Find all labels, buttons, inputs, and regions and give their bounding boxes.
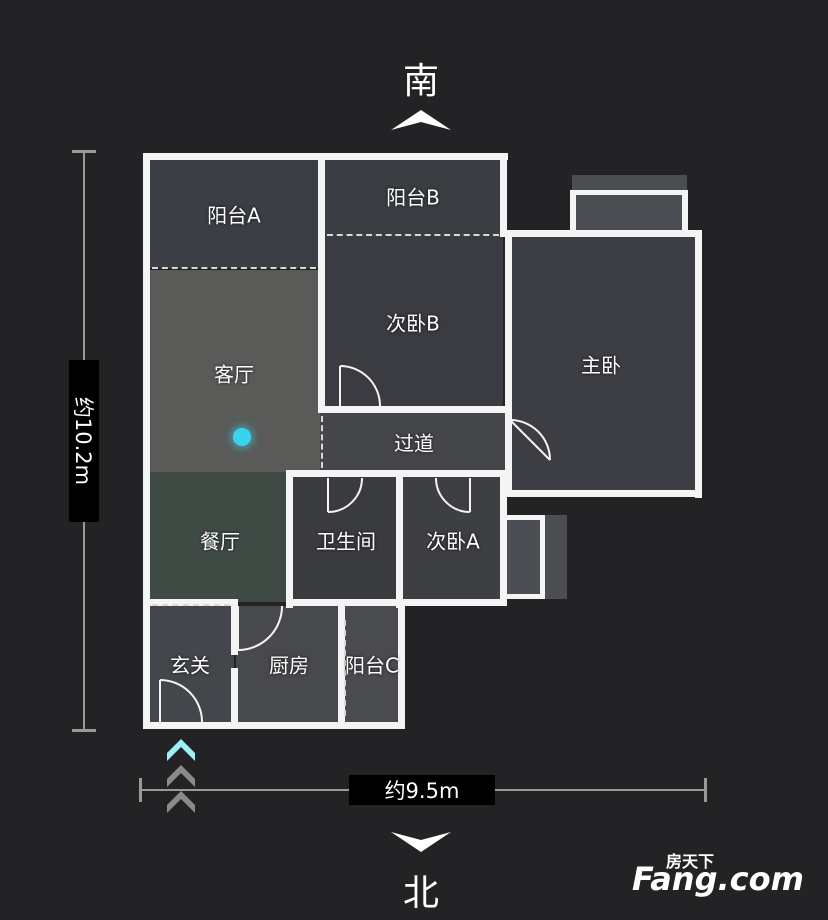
wall-balcony-c-right: [398, 606, 405, 726]
watermark-cn: 房天下: [666, 852, 715, 871]
height-dimension-cap-top: [72, 150, 96, 153]
wall-kitchen-right: [338, 606, 345, 726]
dash-balcony-b: [327, 234, 499, 236]
wall-bedroom-a-bottom: [286, 599, 507, 606]
master-bedroom-area: [512, 235, 698, 490]
wall-bedroom-b-bottom: [318, 406, 508, 413]
door-bathroom: [327, 477, 363, 513]
door-master: [509, 419, 551, 461]
label-balcony-c: 阳台C: [345, 653, 399, 678]
bedroom-b-area: [325, 235, 503, 410]
label-living-room: 客厅: [214, 362, 254, 387]
bathroom-area: [292, 476, 400, 600]
door-bedroom-b: [339, 365, 381, 407]
balcony-a-area: [150, 160, 320, 268]
wall-master-bottom: [505, 490, 702, 497]
wall-master-left: [505, 230, 512, 492]
label-entrance: 玄关: [170, 653, 210, 678]
bedroom-a-area: [402, 476, 504, 600]
wall-bathroom-right: [396, 470, 403, 608]
label-bedroom-a: 次卧A: [426, 529, 480, 554]
wall-entrance-top: [143, 599, 238, 606]
label-corridor: 过道: [394, 431, 434, 456]
kitchen-area: [236, 606, 342, 724]
wall-master-right: [695, 230, 702, 498]
label-dining-room: 餐厅: [200, 529, 240, 554]
current-position-marker[interactable]: [233, 428, 251, 446]
corridor-area: [320, 410, 505, 472]
wall-top: [143, 153, 508, 160]
height-dimension-cap-bottom: [72, 729, 96, 732]
height-dimension-label: 约10.2m: [69, 360, 99, 522]
wall-bathroom-left: [286, 470, 293, 608]
wall-bedroom-b-left: [318, 153, 325, 413]
wall-master-balcony-left: [570, 190, 576, 234]
wall-kitchen-left-upper: [231, 599, 238, 655]
south-label: 南: [402, 61, 439, 102]
wall-kitchen-left-lower: [231, 668, 238, 728]
width-dimension-label: 约9.5m: [349, 775, 495, 805]
wall-bottom: [143, 722, 405, 729]
dash-entrance: [152, 604, 230, 606]
door-bedroom-a: [435, 477, 471, 513]
wall-master-top: [505, 230, 702, 237]
dash-balcony-c: [344, 620, 346, 716]
watermark-en: Fang.com: [632, 860, 804, 898]
label-bathroom: 卫生间: [316, 529, 376, 554]
wall-left: [143, 153, 150, 729]
north-label: 北: [402, 873, 439, 914]
balcony-c-area: [344, 606, 402, 724]
wall-bedroom-a-right: [500, 470, 507, 606]
entry-arrows-icon: [167, 739, 195, 813]
label-kitchen: 厨房: [269, 653, 309, 678]
wall-master-balcony-right: [682, 190, 688, 234]
north-arrow-icon: [391, 832, 451, 852]
master-balcony-area: [572, 175, 687, 237]
balcony-b-area: [325, 155, 503, 235]
wall-window-top: [505, 515, 545, 520]
door-entrance: [159, 679, 203, 723]
wall-master-balcony-top: [570, 190, 688, 195]
label-balcony-b: 阳台B: [386, 185, 440, 210]
width-dimension-cap-left: [139, 778, 142, 802]
label-balcony-a: 阳台A: [207, 203, 261, 228]
width-dimension-cap-right: [704, 778, 707, 802]
entrance-area: [150, 606, 234, 724]
dining-room-area: [150, 472, 290, 602]
label-master-bedroom: 主卧: [581, 353, 621, 378]
wall-window-bottom: [505, 594, 545, 599]
south-arrow-icon: [391, 110, 451, 130]
dash-corridor: [321, 416, 323, 468]
dash-balcony-a: [152, 267, 316, 269]
label-bedroom-b: 次卧B: [386, 311, 440, 336]
bedroom-a-window-area: [505, 515, 567, 599]
door-kitchen: [237, 605, 283, 651]
wall-balcony-b-right: [500, 153, 507, 237]
wall-window-right: [540, 515, 545, 599]
